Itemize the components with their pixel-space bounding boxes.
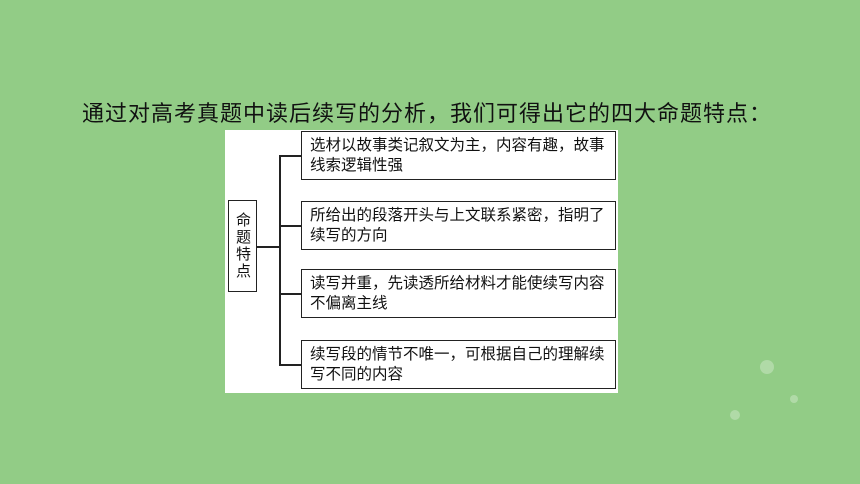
branch-line bbox=[279, 225, 301, 227]
decorative-bubble bbox=[730, 410, 740, 420]
feature-box-1: 选材以故事类记叙文为主，内容有趣，故事线索逻辑性强 bbox=[301, 131, 616, 180]
decorative-bubble bbox=[790, 395, 798, 403]
intro-paragraph: 通过对高考真题中读后续写的分析，我们可得出它的四大命题特点： bbox=[82, 102, 773, 127]
root-connector bbox=[257, 246, 279, 248]
branch-line bbox=[279, 155, 301, 157]
decorative-bubble bbox=[760, 360, 774, 374]
diagram-root-box: 命题特点 bbox=[228, 200, 257, 292]
feature-box-2: 所给出的段落开头与上文联系紧密，指明了续写的方向 bbox=[301, 201, 616, 250]
branch-trunk bbox=[279, 155, 281, 364]
feature-box-3: 读写并重，先读透所给材料才能使续写内容不偏离主线 bbox=[301, 269, 616, 318]
branch-line bbox=[279, 293, 301, 295]
topic-features-diagram: 命题特点 选材以故事类记叙文为主，内容有趣，故事线索逻辑性强 所给出的段落开头与… bbox=[225, 130, 618, 393]
feature-box-4: 续写段的情节不唯一，可根据自己的理解续写不同的内容 bbox=[301, 340, 616, 389]
branch-line bbox=[279, 364, 301, 366]
